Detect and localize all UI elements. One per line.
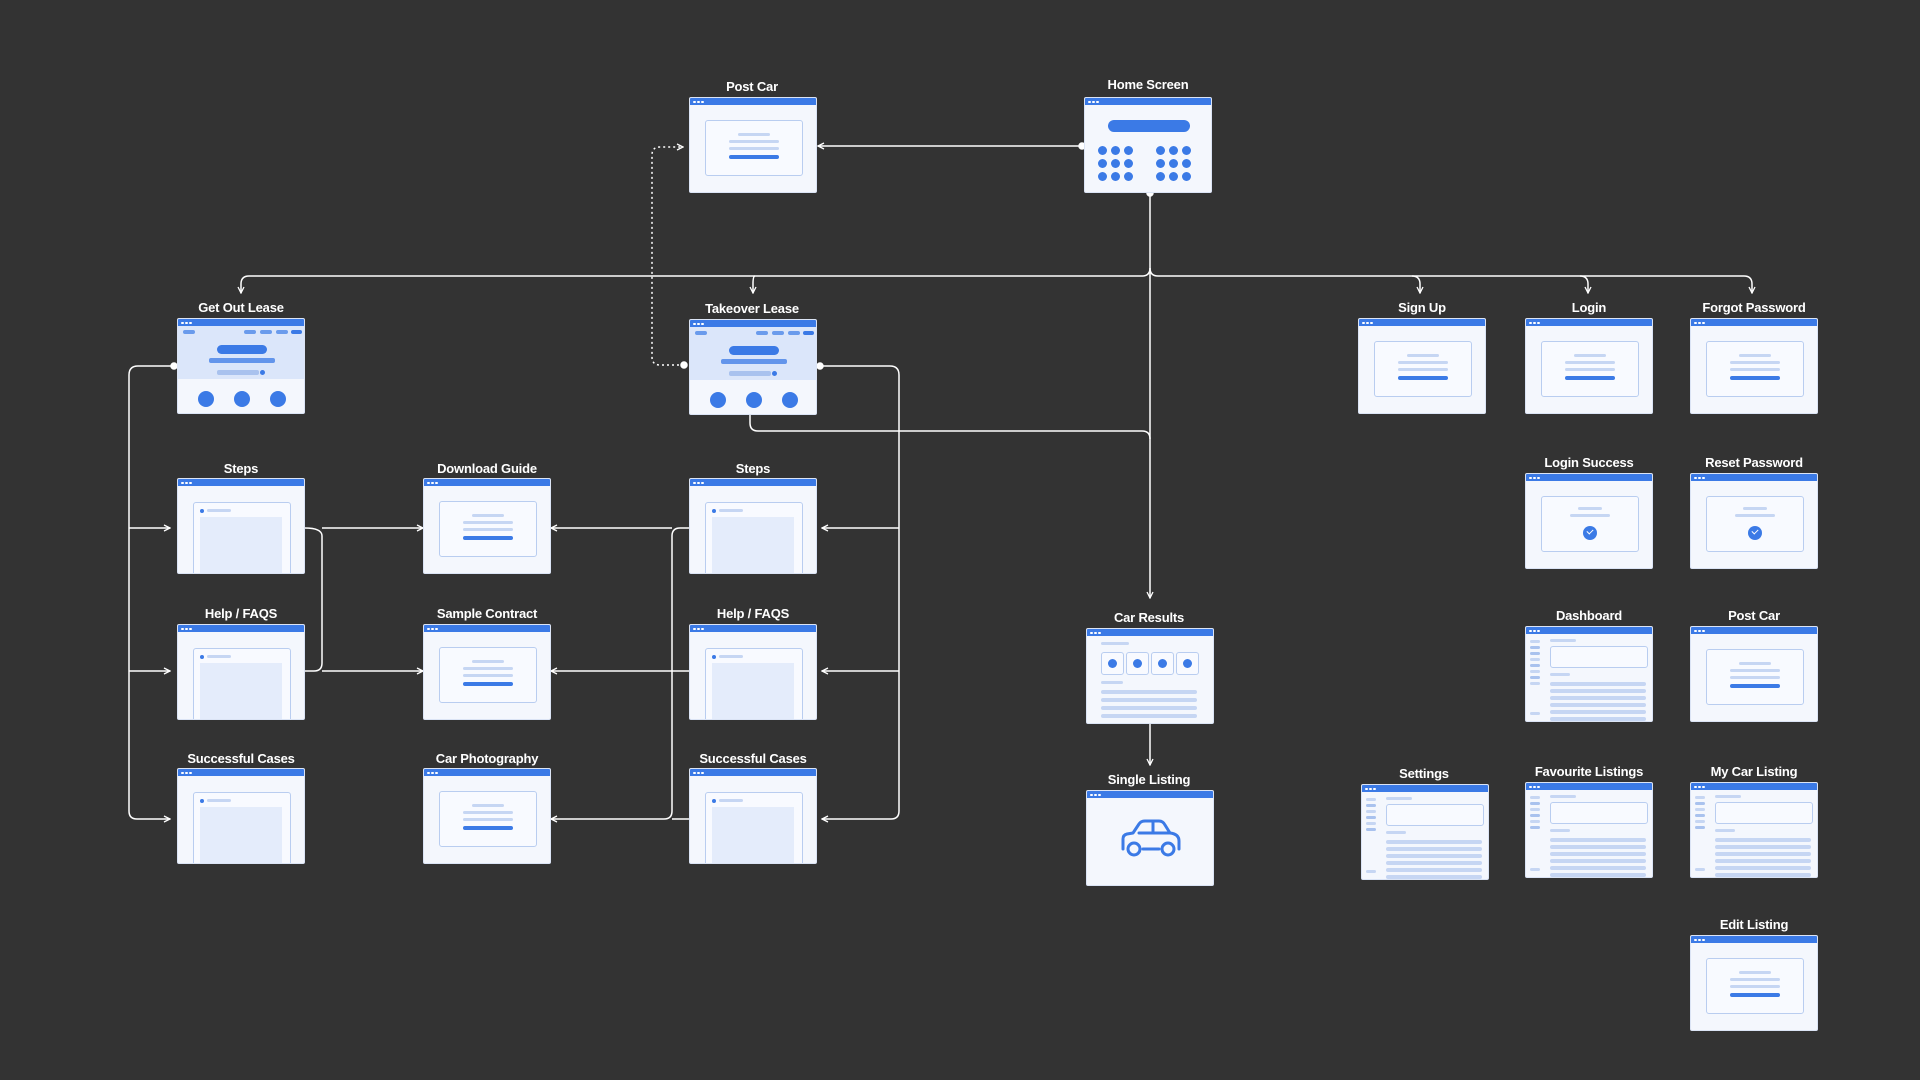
window-dots-icon	[178, 769, 304, 776]
label-help-faqs-right: Help / FAQS	[716, 606, 790, 621]
window-dots-icon	[1691, 474, 1817, 481]
screen-post-car-right[interactable]	[1690, 626, 1818, 722]
label-reset-password: Reset Password	[1705, 455, 1803, 470]
label-successful-cases-right: Successful Cases	[699, 751, 807, 766]
connector-takeover-tree	[820, 365, 900, 819]
connector-trunk-takeover	[753, 275, 755, 293]
window-dots-icon	[178, 479, 304, 486]
connector-trunk-login	[1579, 275, 1588, 293]
label-my-car-listing: My Car Listing	[1710, 764, 1798, 779]
window-dots-icon	[424, 769, 550, 776]
screen-home[interactable]	[1084, 97, 1212, 193]
label-steps-right: Steps	[735, 461, 771, 476]
screen-sample-contract[interactable]	[423, 624, 551, 720]
window-dots-icon	[1085, 98, 1211, 105]
window-dots-icon	[178, 625, 304, 632]
screen-single-listing[interactable]	[1086, 790, 1214, 886]
connector-getout-tree	[128, 365, 174, 819]
label-post-car-right: Post Car	[1728, 608, 1780, 623]
screen-favourite-listings[interactable]	[1525, 782, 1653, 878]
screen-help-faqs-left[interactable]	[177, 624, 305, 720]
label-sign-up: Sign Up	[1398, 300, 1446, 315]
screen-successful-cases-right[interactable]	[689, 768, 817, 864]
window-dots-icon	[424, 625, 550, 632]
screen-dashboard[interactable]	[1525, 626, 1653, 722]
check-circle-icon	[1583, 526, 1597, 540]
screen-car-results[interactable]	[1086, 628, 1214, 724]
screen-post-car-top[interactable]	[689, 97, 817, 193]
screen-steps-right[interactable]	[689, 478, 817, 574]
screen-sign-up[interactable]	[1358, 318, 1486, 414]
screen-login-success[interactable]	[1525, 473, 1653, 569]
label-takeover-lease: Takeover Lease	[705, 301, 799, 316]
label-forgot-password: Forgot Password	[1702, 300, 1806, 315]
window-dots-icon	[1691, 627, 1817, 634]
window-dots-icon	[178, 319, 304, 326]
connector-trunk-signup	[1411, 275, 1420, 293]
screen-my-car-listing[interactable]	[1690, 782, 1818, 878]
label-steps-left: Steps	[223, 461, 259, 476]
window-dots-icon	[1691, 319, 1817, 326]
label-download-guide: Download Guide	[437, 461, 537, 476]
car-icon	[1121, 819, 1181, 857]
connector-takeover-carresults	[749, 415, 1151, 440]
window-dots-icon	[1362, 785, 1488, 792]
window-dots-icon	[424, 479, 550, 486]
screen-successful-cases-left[interactable]	[177, 768, 305, 864]
window-dots-icon	[690, 98, 816, 105]
window-dots-icon	[1526, 474, 1652, 481]
screen-edit-listing[interactable]	[1690, 935, 1818, 1031]
screen-takeover-lease[interactable]	[689, 319, 817, 415]
screen-car-photography[interactable]	[423, 768, 551, 864]
connector-left-mid	[304, 527, 323, 672]
label-home-screen: Home Screen	[1107, 77, 1189, 92]
window-dots-icon	[1087, 791, 1213, 798]
connector-trunk-right	[1149, 267, 1752, 293]
screen-settings[interactable]	[1361, 784, 1489, 880]
check-circle-icon	[1748, 526, 1762, 540]
label-car-photography: Car Photography	[435, 751, 539, 766]
connector-dotted-takeover-postcar	[651, 147, 684, 366]
screen-login[interactable]	[1525, 318, 1653, 414]
window-dots-icon	[690, 625, 816, 632]
screen-forgot-password[interactable]	[1690, 318, 1818, 414]
label-car-results: Car Results	[1113, 610, 1185, 625]
label-login-success: Login Success	[1544, 455, 1634, 470]
screen-get-out-lease[interactable]	[177, 318, 305, 414]
label-dashboard: Dashboard	[1555, 608, 1623, 623]
window-dots-icon	[1359, 319, 1485, 326]
screen-download-guide[interactable]	[423, 478, 551, 574]
label-post-car-top: Post Car	[726, 79, 778, 94]
label-edit-listing: Edit Listing	[1719, 917, 1789, 932]
window-dots-icon	[1526, 783, 1652, 790]
connector-trunk-left	[241, 267, 1151, 293]
label-help-faqs-left: Help / FAQS	[204, 606, 278, 621]
window-dots-icon	[1691, 783, 1817, 790]
screen-steps-left[interactable]	[177, 478, 305, 574]
window-dots-icon	[690, 479, 816, 486]
label-favourite-listings: Favourite Listings	[1534, 764, 1644, 779]
label-successful-cases-left: Successful Cases	[187, 751, 295, 766]
window-dots-icon	[1526, 627, 1652, 634]
connector-right-mid	[551, 527, 689, 819]
window-dots-icon	[690, 769, 816, 776]
screen-reset-password[interactable]	[1690, 473, 1818, 569]
window-dots-icon	[1526, 319, 1652, 326]
window-dots-icon	[1691, 936, 1817, 943]
label-settings: Settings	[1399, 766, 1449, 781]
window-dots-icon	[690, 320, 816, 327]
window-dots-icon	[1087, 629, 1213, 636]
label-get-out-lease: Get Out Lease	[198, 300, 284, 315]
screen-help-faqs-right[interactable]	[689, 624, 817, 720]
label-sample-contract: Sample Contract	[436, 606, 538, 621]
label-single-listing: Single Listing	[1107, 772, 1191, 787]
label-login: Login	[1571, 300, 1607, 315]
